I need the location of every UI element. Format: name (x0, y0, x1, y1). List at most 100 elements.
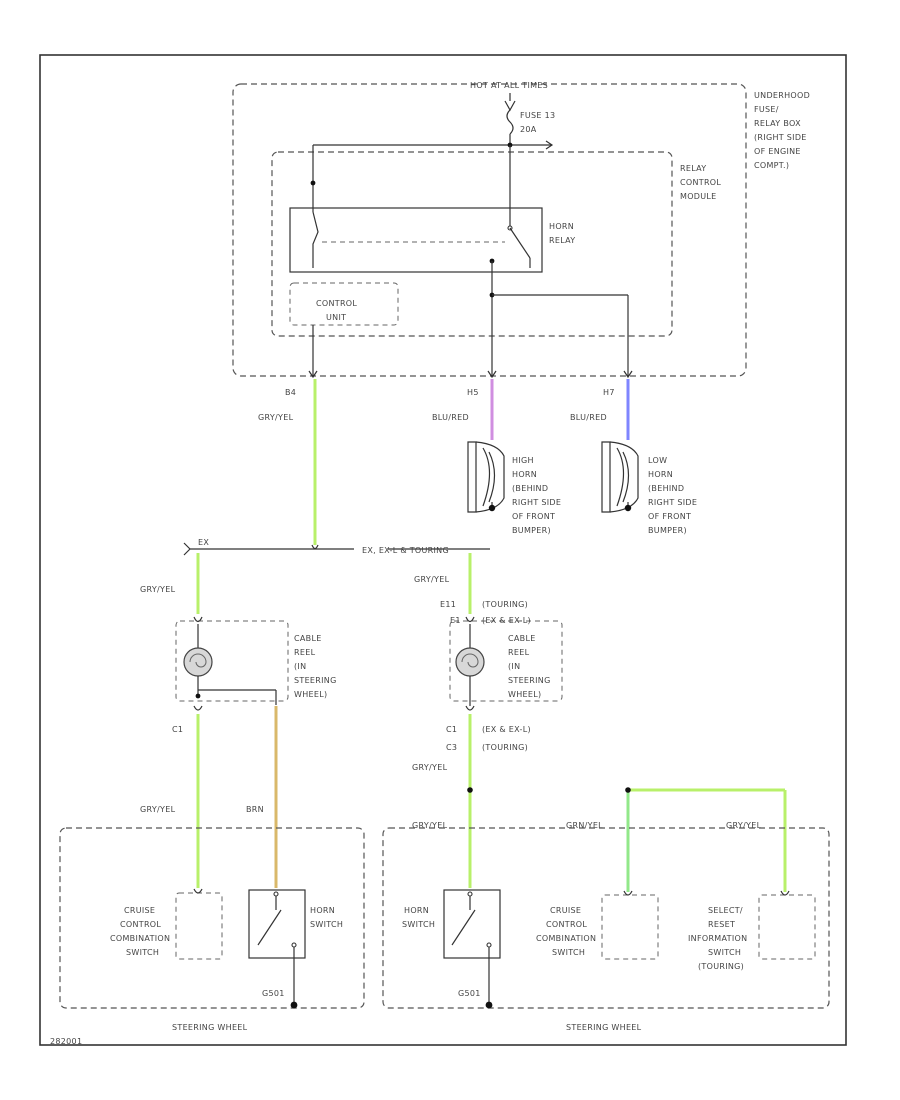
cable-reel-left-label: CABLE REEL (IN STEERING WHEEL) (294, 634, 337, 699)
high-horn-label-line: RIGHT SIDE (512, 498, 561, 507)
horn-switch-left-label: HORN SWITCH (310, 906, 343, 929)
cable-reel-left (183, 616, 277, 711)
steering-wheel-right-label: STEERING WHEEL (566, 1023, 642, 1032)
low-horn-label-line: LOW (648, 456, 667, 465)
low-horn-ground-dot (624, 504, 632, 512)
wire-label-gry-yel-right: GRY/YEL (414, 575, 450, 584)
pin-b4: B4 (285, 370, 318, 397)
cruise-switch-right-label: CRUISE CONTROL COMBINATION SWITCH (536, 906, 596, 957)
cable-reel-right-label-line: REEL (508, 648, 530, 657)
wire-label-gry-yel-left: GRY/YEL (140, 585, 176, 594)
high-horn-label-line: HIGH (512, 456, 534, 465)
select-switch-box (758, 894, 816, 960)
select-switch-connector (780, 890, 790, 896)
wire-label-gry-yel-right-switch: GRY/YEL (412, 821, 448, 830)
junction-dot (467, 787, 473, 793)
low-horn-label-line: OF FRONT (648, 512, 691, 521)
cruise-switch-right-connector (623, 890, 633, 896)
cruise-switch-right-label-line: CONTROL (546, 920, 587, 929)
horn-switch-right[interactable] (443, 889, 501, 959)
junction-dot (310, 180, 316, 186)
control-unit-label: CONTROL UNIT (316, 299, 357, 322)
cable-reel-left-label-line: WHEEL) (294, 690, 327, 699)
horn-switch-left-label-line: HORN (310, 906, 335, 915)
cable-reel-right-label-line: STEERING (508, 676, 551, 685)
high-horn-label-line: OF FRONT (512, 512, 555, 521)
cruise-switch-left-connector (193, 888, 203, 894)
cable-reel-left-outline (175, 620, 289, 702)
conn-c3-label: C3 (446, 743, 457, 752)
bus-arrow (545, 140, 554, 150)
low-horn-label-line: RIGHT SIDE (648, 498, 697, 507)
fuse-label-line: 20A (520, 125, 537, 134)
steering-wheel-left-label: STEERING WHEEL (172, 1023, 248, 1032)
cable-reel-right-label-line: WHEEL) (508, 690, 541, 699)
hot-at-all-times-label: HOT AT ALL TIMES (470, 81, 548, 90)
control-unit-label-line: CONTROL (316, 299, 357, 308)
footer-code: 282001 (50, 1037, 82, 1046)
cruise-switch-left-label-line: COMBINATION (110, 934, 170, 943)
cable-reel-left-label-line: STEERING (294, 676, 337, 685)
cruise-switch-right-label-line: SWITCH (552, 948, 585, 957)
fuse-box-label-line: UNDERHOOD (754, 91, 810, 100)
horn-relay-label: HORN RELAY (549, 222, 575, 245)
cruise-switch-left-label: CRUISE CONTROL COMBINATION SWITCH (110, 906, 170, 957)
fuse-box-label-line: COMPT.) (754, 161, 789, 170)
conn-e1-note: (EX & EX-L) (482, 616, 531, 625)
horn-switch-right-label: HORN SWITCH (402, 906, 435, 929)
cable-reel-left-label-line: CABLE (294, 634, 322, 643)
wire-label-gry-yel-select: GRY/YEL (726, 821, 762, 830)
control-unit-label-line: UNIT (326, 313, 346, 322)
pin-b4-label: B4 (285, 388, 296, 397)
horn-relay-box (289, 207, 543, 273)
cruise-switch-right-label-line: CRUISE (550, 906, 581, 915)
conn-e11-note: (TOURING) (482, 600, 528, 609)
select-switch-label-line: SWITCH (708, 948, 741, 957)
fuse-relay-box-outline (232, 83, 747, 377)
wire-label-brn: BRN (246, 805, 264, 814)
pin-h7-label: H7 (603, 388, 615, 397)
high-horn-ground-dot (488, 504, 496, 512)
conn-c1-right-note: (EX & EX-L) (482, 725, 531, 734)
relay-control-module-label: RELAY CONTROL MODULE (680, 164, 721, 201)
wire-label-blu-red-low: BLU/RED (570, 413, 607, 422)
low-horn (601, 441, 639, 513)
steering-wheel-left-outline (59, 827, 365, 1009)
fuse-box-label-line: FUSE/ (754, 105, 779, 114)
low-horn-label-line: HORN (648, 470, 673, 479)
wire-label-gry-yel: GRY/YEL (258, 413, 294, 422)
horn-switch-left-contacts (257, 891, 298, 1009)
fuse-label-line: FUSE 13 (520, 111, 555, 120)
horn-switch-left-label-line: SWITCH (310, 920, 343, 929)
high-horn (467, 441, 505, 513)
high-horn-label-line: BUMPER) (512, 526, 551, 535)
splice-left-label: EX (198, 538, 209, 547)
select-switch-label: SELECT/ RESET INFORMATION SWITCH (TOURIN… (688, 906, 747, 971)
relay-coil-symbol (312, 211, 319, 268)
pin-h5-label: H5 (467, 388, 479, 397)
control-unit-outline (289, 282, 399, 326)
fuse-13: FUSE 13 20A (504, 93, 555, 145)
cruise-switch-left-box (175, 892, 223, 960)
conn-c1-left-label: C1 (172, 725, 183, 734)
low-horn-label: LOW HORN (BEHIND RIGHT SIDE OF FRONT BUM… (648, 456, 697, 535)
conn-c1-right-label: C1 (446, 725, 457, 734)
horn-switch-right-contacts (451, 891, 493, 1009)
select-switch-label-line: RESET (708, 920, 735, 929)
pin-h7: H7 (603, 370, 633, 397)
low-horn-label-line: BUMPER) (648, 526, 687, 535)
high-horn-label: HIGH HORN (BEHIND RIGHT SIDE OF FRONT BU… (512, 456, 561, 535)
relay-module-label-line: MODULE (680, 192, 717, 201)
trim-splice: EX EX, EX-L & TOURING (183, 538, 490, 556)
cruise-switch-left-label-line: CONTROL (120, 920, 161, 929)
horn-switch-left[interactable] (248, 889, 306, 959)
cable-reel-right-label-line: CABLE (508, 634, 536, 643)
high-horn-label-line: HORN (512, 470, 537, 479)
wire-label-gry-yel-right-lower: GRY/YEL (412, 763, 448, 772)
relay-module-label-line: CONTROL (680, 178, 721, 187)
relay-contact-arm (509, 227, 531, 259)
fuse-box-label-line: RELAY BOX (754, 119, 801, 128)
cable-reel-right-label: CABLE REEL (IN STEERING WHEEL) (508, 634, 551, 699)
cruise-switch-left-label-line: SWITCH (126, 948, 159, 957)
